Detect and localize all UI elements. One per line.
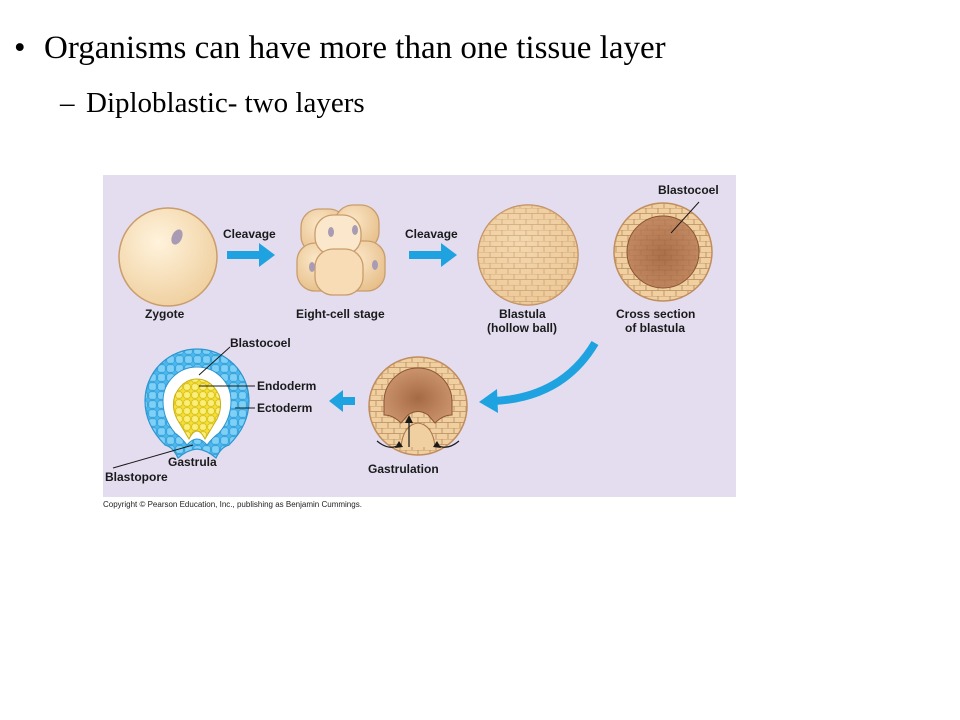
cleavage-arrow-1 xyxy=(227,243,275,267)
sub-bullet-dash: – xyxy=(60,87,75,119)
sub-bullet-line: –Diploblastic- two layers xyxy=(60,87,365,120)
bullet-text: Organisms can have more than one tissue … xyxy=(44,30,666,66)
copyright-notice: Copyright © Pearson Education, Inc., pub… xyxy=(103,500,362,509)
blastocoel-pointer-top xyxy=(670,201,700,234)
blastopore-label: Blastopore xyxy=(105,470,168,484)
cleavage-label-1: Cleavage xyxy=(223,227,276,241)
gastrula-embryo xyxy=(144,348,250,459)
cleavage-arrow-2 xyxy=(409,243,457,267)
blastocoel-pointer-gastrula xyxy=(198,346,231,376)
zygote-embryo xyxy=(118,207,218,307)
cleavage-label-2: Cleavage xyxy=(405,227,458,241)
cross-section-label: Cross section xyxy=(616,307,695,321)
development-curve-arrow xyxy=(479,340,599,413)
blastopore-pointer xyxy=(112,444,194,469)
zygote-label: Zygote xyxy=(145,307,185,321)
blastocoel-label-gastrula: Blastocoel xyxy=(230,336,291,350)
blastula-embryo xyxy=(477,204,579,306)
gastrulation-label: Gastrulation xyxy=(368,462,439,476)
blastula-cross-section xyxy=(613,202,713,302)
sub-bullet-text: Diploblastic- two layers xyxy=(86,87,365,119)
embryo-development-figure: Zygote Cleavage Eight-cell stage Cleavag… xyxy=(103,175,736,497)
eight-cell-label: Eight-cell stage xyxy=(296,307,385,321)
eight-cell-embryo xyxy=(296,204,386,296)
cross-section-sublabel: of blastula xyxy=(625,321,685,335)
embryo-diagram: Zygote Cleavage Eight-cell stage Cleavag… xyxy=(105,183,719,484)
bullet-line: • Organisms can have more than one tissue… xyxy=(14,30,666,67)
ectoderm-label: Ectoderm xyxy=(257,401,312,415)
blastula-sublabel: (hollow ball) xyxy=(487,321,557,335)
gastrula-arrow xyxy=(329,390,355,412)
gastrula-label: Gastrula xyxy=(168,455,217,469)
gastrulation-embryo xyxy=(368,356,468,456)
blastula-label: Blastula xyxy=(499,307,546,321)
bullet-symbol: • xyxy=(14,30,26,66)
blastocoel-label-top: Blastocoel xyxy=(658,183,719,197)
endoderm-label: Endoderm xyxy=(257,379,316,393)
